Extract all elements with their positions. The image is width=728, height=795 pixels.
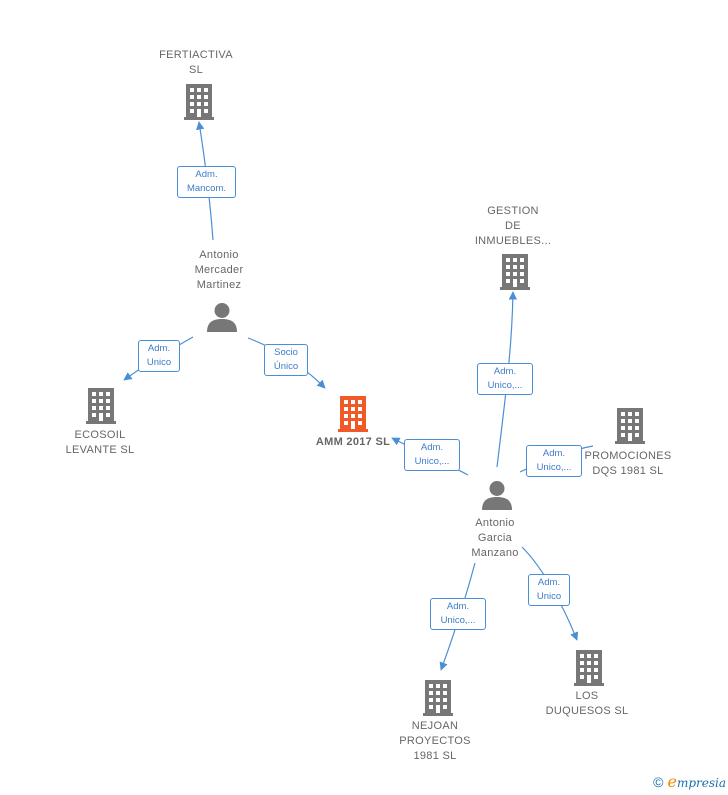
label-line: Manzano — [471, 547, 519, 559]
edge-label-line: Unico,... — [487, 380, 523, 391]
edge-label-socio-unico[interactable]: Socio Único — [264, 344, 308, 376]
building-icon[interactable] — [423, 680, 453, 716]
building-icon[interactable] — [184, 84, 214, 120]
empresia-watermark: ©empresia — [653, 772, 726, 791]
edge-label-line: Adm. — [537, 577, 561, 588]
label-line: SL — [188, 64, 204, 76]
label-line: AMM 2017 SL — [315, 436, 391, 448]
edge-label-line: Adm. — [147, 343, 171, 354]
node-label-duquesos[interactable]: LOS DUQUESOS SL — [537, 689, 637, 719]
node-label-ecosoil[interactable]: ECOSOIL LEVANTE SL — [50, 428, 150, 458]
label-line: DE — [505, 220, 521, 232]
label-line: GESTION — [487, 205, 539, 217]
node-label-nejoan[interactable]: NEJOAN PROYECTOS 1981 SL — [385, 719, 485, 764]
edge-label-adm-unico-gestion[interactable]: Adm. Unico,... — [477, 363, 533, 395]
edge-label-adm-unico[interactable]: Adm. Unico — [138, 340, 180, 372]
node-label-fertiactiva[interactable]: FERTIACTIVA SL — [146, 48, 246, 78]
copyright-symbol: © — [653, 774, 664, 790]
edge-label-adm-unico-promociones[interactable]: Adm. Unico,... — [526, 445, 582, 477]
edge-label-line: Unico — [536, 591, 562, 602]
label-line: Mercader — [194, 264, 244, 276]
label-line: FERTIACTIVA — [159, 49, 233, 61]
label-line: ECOSOIL — [74, 429, 126, 441]
brand-name: mpresia — [676, 776, 726, 790]
edge-label-line: Adm. — [446, 601, 470, 612]
focus-building-icon[interactable] — [338, 396, 368, 432]
edge-label-line: Unico,... — [414, 456, 450, 467]
person-icon[interactable] — [482, 481, 512, 510]
edge-label-line: Mancom. — [186, 183, 227, 194]
label-line: PROMOCIONES — [584, 450, 672, 462]
label-line: DUQUESOS SL — [545, 705, 629, 717]
edge-label-line: Adm. — [493, 366, 517, 377]
building-icon[interactable] — [574, 650, 604, 686]
edge-label-line: Socio — [274, 347, 298, 358]
label-line: LEVANTE SL — [65, 444, 135, 456]
label-line: Antonio — [199, 249, 239, 261]
edge-label-line: Unico,... — [440, 615, 476, 626]
edge-label-line: Adm. — [420, 442, 444, 453]
label-line: LOS — [575, 690, 599, 702]
label-line: PROYECTOS — [399, 735, 471, 747]
building-icon[interactable] — [615, 408, 645, 444]
label-line: INMUEBLES... — [474, 235, 552, 247]
brand-initial: e — [667, 772, 677, 791]
node-label-promociones[interactable]: PROMOCIONES DQS 1981 SL — [578, 449, 678, 479]
label-line: Garcia — [477, 532, 513, 544]
edge-label-line: Adm. — [542, 448, 566, 459]
node-label-garcia[interactable]: Antonio Garcia Manzano — [445, 516, 545, 561]
label-line: NEJOAN — [411, 720, 459, 732]
edge-label-line: Unico — [146, 357, 172, 368]
node-label-amm[interactable]: AMM 2017 SL — [298, 435, 408, 450]
building-icon[interactable] — [86, 388, 116, 424]
node-label-gestion[interactable]: GESTION DE INMUEBLES... — [463, 204, 563, 249]
building-icon[interactable] — [500, 254, 530, 290]
edge-label-line: Unico,... — [536, 462, 572, 473]
edge-label-adm-unico-amm[interactable]: Adm. Unico,... — [404, 439, 460, 471]
edge-label-line: Adm. — [195, 169, 218, 180]
edge-label-line: Único — [273, 361, 299, 372]
label-line: 1981 SL — [413, 750, 457, 762]
node-label-mercader[interactable]: Antonio Mercader Martinez — [169, 248, 269, 293]
label-line: Martinez — [196, 279, 242, 291]
edge-label-adm-mancom[interactable]: Adm. Mancom. — [177, 166, 236, 198]
edge-label-adm-unico-duquesos[interactable]: Adm. Unico — [528, 574, 570, 606]
label-line: Antonio — [475, 517, 515, 529]
edge-label-adm-unico-nejoan[interactable]: Adm. Unico,... — [430, 598, 486, 630]
label-line: DQS 1981 SL — [592, 465, 664, 477]
person-icon[interactable] — [207, 303, 237, 332]
